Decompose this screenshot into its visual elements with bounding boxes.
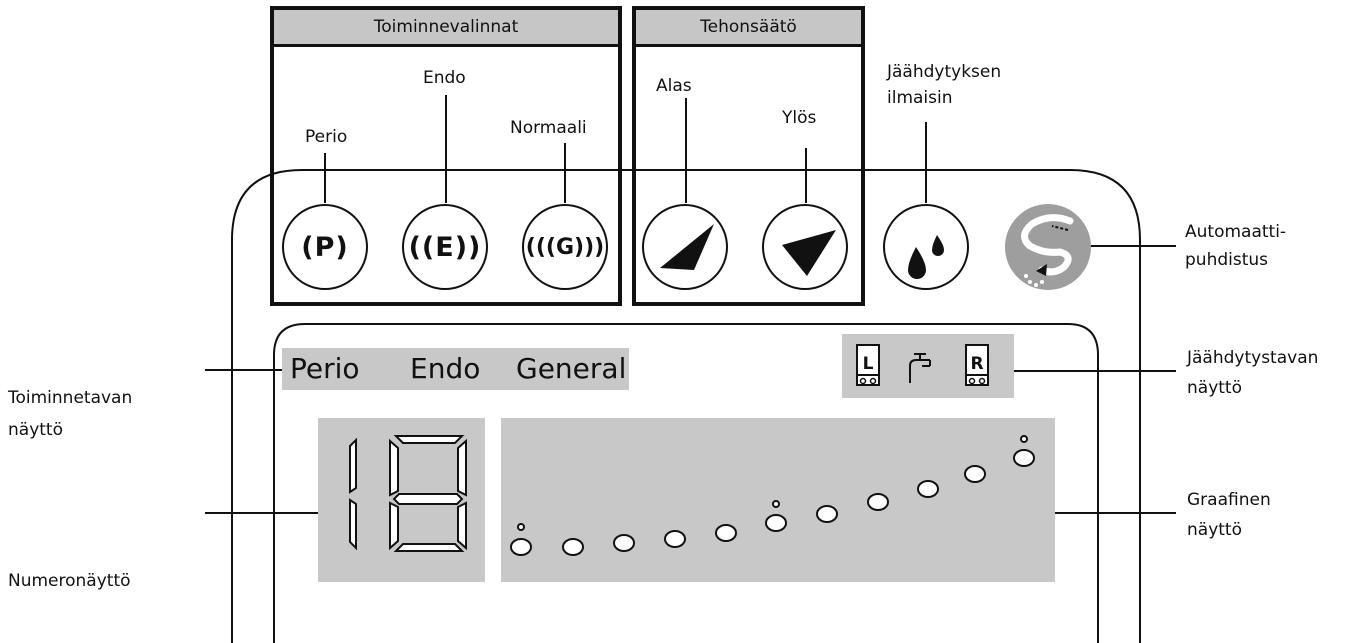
normaali-label: Normaali [510, 118, 587, 138]
endo-button[interactable]: ((E)) [402, 204, 488, 290]
lcd-mode-perio: Perio [290, 352, 360, 385]
svg-text:L: L [863, 354, 874, 374]
graphic-display-label-2: näyttö [1187, 520, 1242, 540]
cooling-indicator-label-2: ilmaisin [887, 88, 953, 108]
tap-water-icon [909, 353, 931, 383]
autoclean-label-2: puhdistus [1185, 250, 1269, 270]
svg-text:R: R [970, 354, 983, 374]
perio-button-label: (P) [301, 231, 349, 263]
power-adjust-frame [632, 6, 865, 306]
graph-bars [510, 435, 1035, 556]
perio-label: Perio [305, 127, 348, 147]
cooling-indicator-label-1: Jäähdytyksen [887, 62, 1002, 82]
cooling-indicator-button[interactable] [883, 204, 969, 290]
power-adjust-header: Tehonsäätö [636, 10, 861, 47]
lcd-mode-endo: Endo [410, 352, 481, 385]
seven-segment-digits [349, 435, 467, 552]
number-display-label: Numeronäyttö [8, 571, 131, 591]
power-up-button[interactable] [762, 204, 848, 290]
lcd-mode-panel [282, 348, 629, 390]
autoclean-label-1: Automaatti- [1185, 222, 1287, 242]
lcd-mode-general: General [516, 352, 627, 385]
autoclean-pipe-icon [1021, 214, 1074, 276]
lcd-graph-panel [501, 418, 1055, 582]
graphic-display-label-1: Graafinen [1187, 490, 1271, 510]
endo-button-label: ((E)) [408, 231, 482, 263]
ylos-label: Ylös [782, 108, 817, 128]
power-down-button[interactable] [642, 204, 728, 290]
autoclean-arrow-icon [1036, 264, 1047, 276]
cooling-right-icon: R [965, 344, 989, 386]
general-button-label: (((G))) [525, 234, 605, 260]
cooling-left-icon: L [856, 344, 880, 386]
general-button[interactable]: (((G))) [522, 204, 608, 290]
endo-label: Endo [423, 68, 466, 88]
display-outline [273, 323, 1099, 643]
cooling-display-label-2: näyttö [1187, 378, 1242, 398]
mode-display-label-2: näyttö [8, 420, 63, 440]
alas-label: Alas [656, 76, 692, 96]
perio-button[interactable]: (P) [282, 204, 368, 290]
mode-display-label-1: Toiminnetavan [8, 388, 133, 408]
mode-selection-frame [270, 6, 622, 306]
cooling-display-label-1: Jäähdytystavan [1187, 348, 1319, 368]
mode-selection-header: Toiminnevalinnat [274, 10, 618, 47]
